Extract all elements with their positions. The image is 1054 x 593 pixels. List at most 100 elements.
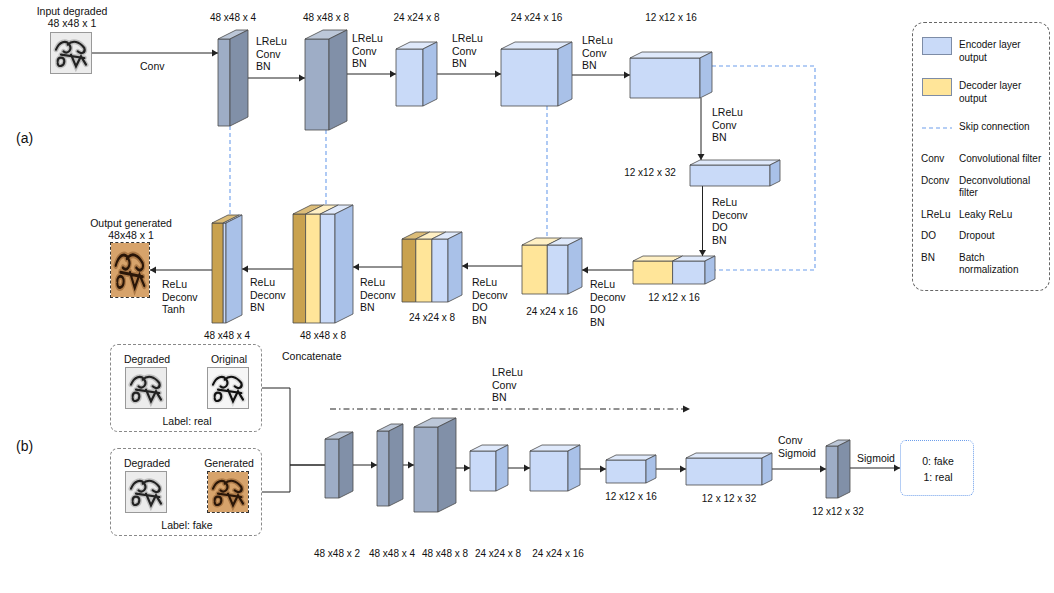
arrow-head — [390, 71, 396, 78]
block-face — [673, 261, 705, 284]
glyph-stroke — [131, 481, 161, 506]
block-face — [568, 445, 580, 491]
connector-line — [242, 269, 293, 270]
skip-connection — [230, 126, 231, 215]
connector-line — [582, 270, 633, 271]
image-caption: 48x48 x 1 — [108, 229, 154, 242]
legend-definition: Convolutional filter — [959, 153, 1045, 166]
block-face — [470, 451, 496, 491]
block-face — [329, 30, 347, 130]
glyph-halo — [116, 255, 145, 288]
image-caption: Degraded — [124, 353, 170, 366]
pair-label: Label: real — [162, 415, 211, 428]
arrow-head — [408, 462, 414, 469]
block-face — [547, 245, 568, 294]
image-ground — [111, 243, 149, 297]
pair-label: Label: fake — [161, 519, 212, 532]
block-shape — [218, 30, 248, 126]
image-ground — [208, 368, 248, 408]
arrow-head — [524, 465, 530, 472]
layer-block: 24 x24 x 16 — [522, 238, 582, 294]
layer-block: 48 x48 x 8 — [414, 418, 456, 512]
image-ground — [51, 33, 91, 73]
arrow-head — [299, 75, 305, 82]
operation-label: Conv Sigmoid — [778, 434, 816, 459]
connector-line — [229, 126, 230, 215]
block-shape — [686, 453, 772, 485]
connector-line — [437, 74, 501, 75]
glyph-stroke — [116, 255, 145, 288]
legend-swatch — [922, 37, 952, 55]
legend-definition: Leaky ReLu — [959, 209, 1045, 222]
dimension-label: 48 x48 x 8 — [303, 12, 349, 25]
connector-line — [850, 468, 900, 469]
block-face — [568, 238, 582, 294]
skip-connection — [326, 130, 327, 205]
connector — [772, 466, 826, 473]
connector — [437, 71, 501, 78]
dimension-label: 12 x12 x 32 — [812, 506, 864, 519]
legend-abbreviation: LReLu — [921, 209, 950, 222]
glyph-stroke — [213, 377, 243, 402]
dimension-label: 48 x48 x 2 — [314, 548, 360, 561]
block-face — [630, 52, 712, 58]
block-shape — [522, 238, 582, 294]
image-ground — [126, 472, 166, 512]
dimension-label: 12 x12 x 16 — [605, 491, 657, 504]
connector — [698, 98, 705, 160]
glyph-stroke — [56, 42, 86, 67]
connector-line — [353, 267, 402, 268]
panel-letter: (a) — [16, 132, 33, 145]
block-face — [630, 58, 700, 98]
block-shape — [606, 455, 656, 483]
legend-box: Encoder layer outputDecoder layer output… — [912, 22, 1050, 291]
layer-block: 24 x24 x 8 — [470, 445, 508, 491]
block-face — [530, 451, 568, 491]
block-face — [762, 453, 772, 485]
handwriting-image — [51, 33, 91, 73]
layer-block: 12 x12 x 16 — [630, 52, 712, 98]
connector-line — [347, 74, 396, 75]
block-shape — [396, 42, 437, 106]
layer-block: 48 x48 x 4 — [218, 30, 248, 126]
connector — [572, 72, 630, 79]
operation-label: ReLu Deconv DO BN — [712, 196, 748, 246]
layer-block: 12 x12 x 32 — [826, 440, 850, 498]
connector-line — [462, 266, 522, 267]
block-shape — [293, 205, 353, 323]
connector-line — [262, 465, 325, 492]
leader-arrow-head — [683, 406, 690, 413]
dimension-label: 48 x48 x 8 — [300, 330, 346, 343]
class-label: 0: fake — [922, 455, 954, 468]
connector — [656, 466, 686, 473]
block-face — [438, 418, 456, 512]
block-face — [606, 460, 646, 483]
legend-abbreviation: Dconv — [921, 175, 949, 188]
connector — [242, 266, 293, 273]
block-shape — [212, 215, 242, 323]
connector-line — [772, 469, 826, 470]
block-face — [838, 440, 850, 498]
legend-definition: Batch normalization — [959, 252, 1045, 277]
glyph-halo — [213, 377, 243, 402]
image-caption: Input degraded — [37, 5, 108, 18]
connector — [462, 263, 522, 270]
block-face — [218, 39, 230, 126]
annotation: Concatenate — [282, 350, 342, 363]
layer-block: 24 x24 x 8 — [396, 42, 437, 106]
dimension-label: 24 x24 x 8 — [409, 312, 455, 325]
dimension-label: 24 x24 x 8 — [393, 12, 439, 25]
connector — [262, 388, 325, 465]
legend-dash — [922, 127, 952, 128]
operation-label: LReLu Conv BN — [352, 32, 383, 70]
panel-letter: (b) — [16, 440, 33, 453]
arrow-head — [624, 72, 630, 79]
arrow-head — [462, 263, 468, 270]
layer-block: 48 x48 x 4 — [377, 424, 403, 506]
legend-abbreviation: Conv — [921, 153, 944, 166]
glyph-halo — [131, 377, 161, 402]
glyph-halo — [56, 42, 86, 67]
connector — [353, 264, 402, 271]
image-caption: Degraded — [124, 457, 170, 470]
block-face — [646, 455, 656, 483]
